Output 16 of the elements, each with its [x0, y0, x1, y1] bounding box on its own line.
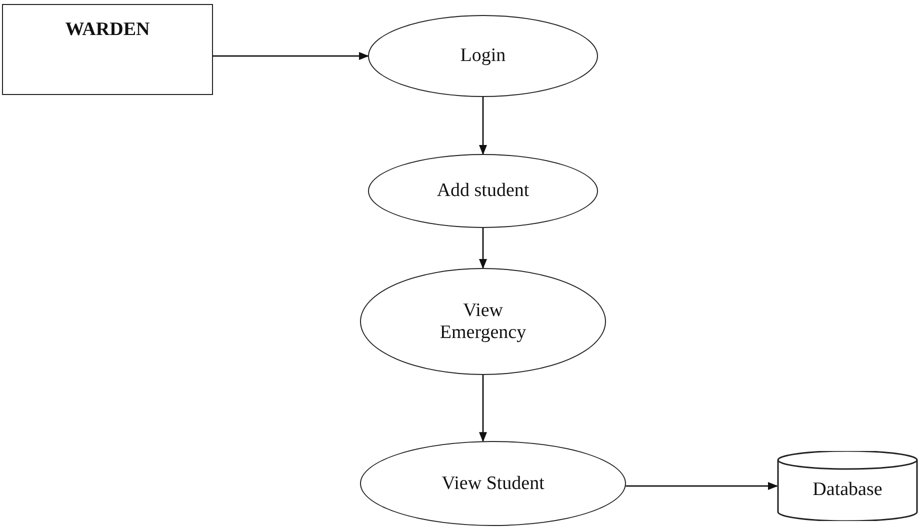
arrow [479, 228, 487, 269]
process-ellipse [360, 268, 606, 375]
actor-box [2, 4, 213, 95]
node-label: View Emergency [438, 300, 528, 344]
node-label: WARDEN [65, 19, 150, 41]
node-label: View Student [442, 472, 544, 494]
process-ellipse [360, 441, 626, 526]
node-label: Login [460, 45, 506, 67]
arrow [479, 375, 487, 442]
database-cylinder [777, 451, 918, 521]
arrow [213, 52, 369, 60]
process-ellipse [368, 15, 598, 97]
process-ellipse [368, 154, 598, 228]
node-label: Database [812, 479, 882, 501]
node-label: Add student [436, 180, 530, 202]
arrow [479, 97, 487, 155]
